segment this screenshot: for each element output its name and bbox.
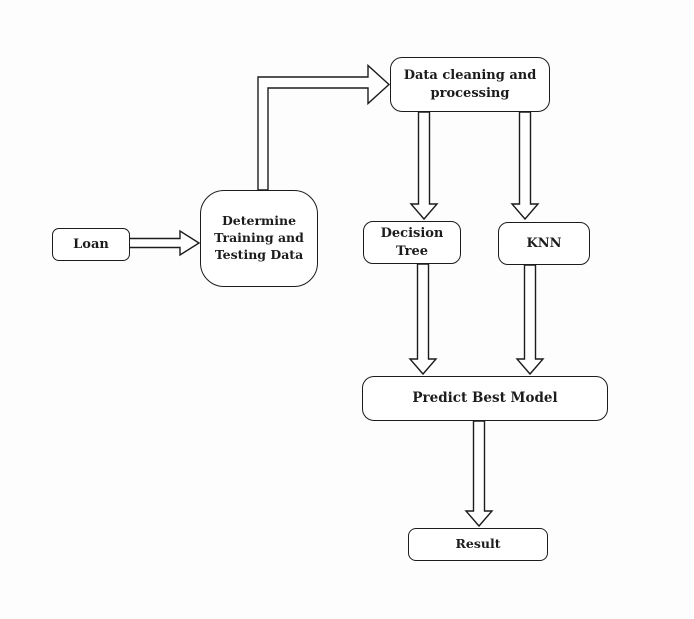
node-determine-training-testing-label: Determine Training and Testing Data (214, 213, 304, 262)
node-knn: KNN (498, 222, 590, 265)
arrow-loan-to-determine (128, 229, 201, 257)
node-loan-label: Loan (73, 236, 109, 252)
arrow-knn-to-predict (515, 264, 545, 376)
node-decision-tree: Decision Tree (363, 221, 461, 264)
node-decision-tree-label: Decision Tree (380, 225, 444, 259)
arrow-decision-tree-to-predict (408, 263, 438, 376)
arrow-determine-to-cleaning (257, 63, 391, 191)
arrow-cleaning-to-decision-tree (409, 111, 439, 221)
node-result: Result (408, 528, 548, 561)
node-data-cleaning-processing-label: Data cleaning and processing (403, 67, 537, 101)
node-knn-label: KNN (526, 235, 562, 251)
node-predict-best-model: Predict Best Model (362, 376, 608, 421)
node-loan: Loan (52, 228, 130, 261)
node-determine-training-testing: Determine Training and Testing Data (200, 190, 318, 287)
node-predict-best-model-label: Predict Best Model (412, 390, 558, 407)
node-result-label: Result (455, 536, 501, 552)
arrow-predict-to-result (464, 420, 494, 528)
node-data-cleaning-processing: Data cleaning and processing (390, 57, 550, 112)
arrow-cleaning-to-knn (510, 111, 540, 221)
